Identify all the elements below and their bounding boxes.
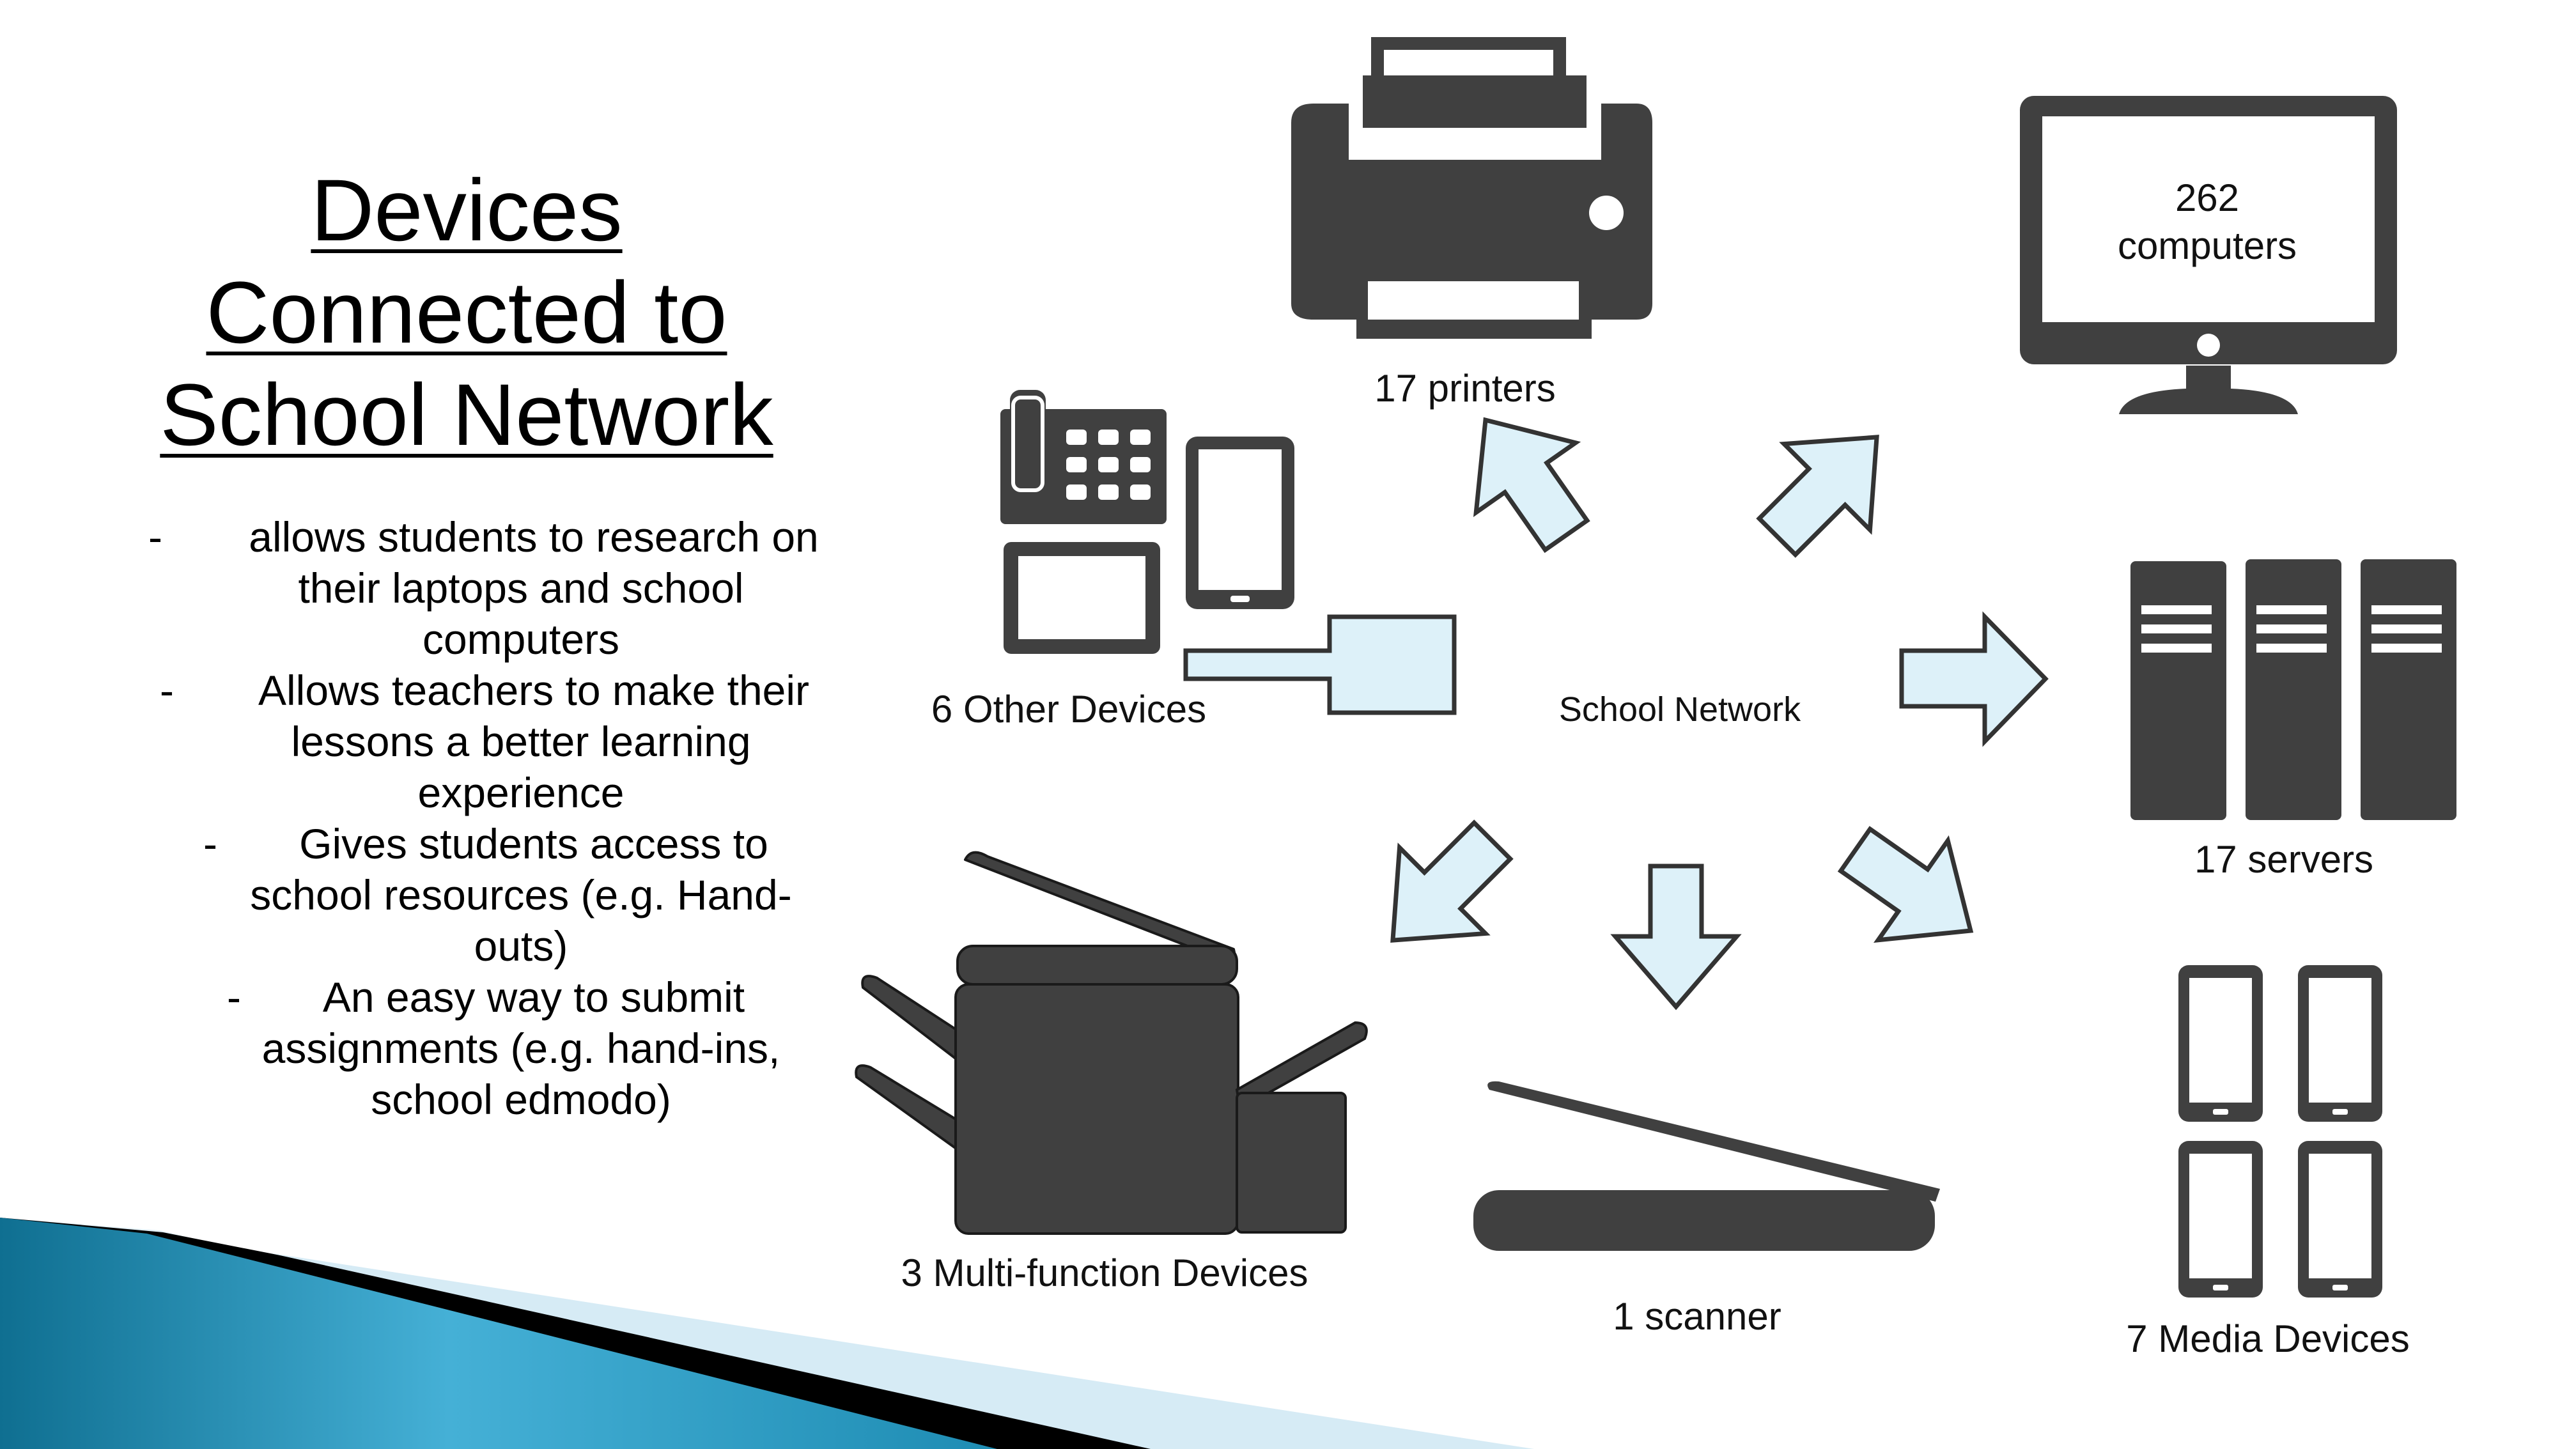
phone-tablet-icon <box>1000 390 1294 654</box>
arrow-to-multifunction <box>1390 819 1514 943</box>
bullet-item: - allows students to research on their l… <box>121 511 920 665</box>
arrow-to-media-devices <box>1837 826 1974 943</box>
bullet-dash: - <box>148 513 162 561</box>
title-line-1: Devices <box>311 162 623 260</box>
bullet-dash: - <box>227 973 241 1021</box>
title-line-2: Connected to <box>206 264 727 362</box>
bullet-list: - allows students to research on their l… <box>121 511 952 1125</box>
multifunction-printer-icon <box>855 851 1368 1235</box>
arrow-to-printers <box>1473 417 1590 554</box>
printer-icon <box>1291 37 1652 339</box>
bullet-item: - Allows teachers to make their lessons … <box>121 665 920 818</box>
media-devices-label: 7 Media Devices <box>2126 1317 2410 1360</box>
multifunction-label: 3 Multi-function Devices <box>901 1251 1308 1294</box>
slide-title: Devices Connected to School Network <box>83 160 850 467</box>
bullet-line: allows students to research on <box>249 513 819 561</box>
decorative-swoosh <box>0 1218 1534 1449</box>
tablets-icon <box>2178 965 2382 1298</box>
bullet-line: outs) <box>474 922 568 970</box>
arrow-to-computers <box>1756 435 1879 558</box>
network-arrows <box>1183 417 2049 1011</box>
arrow-to-servers <box>1899 611 2049 747</box>
bullet-item: - Gives students access to school resour… <box>121 818 920 972</box>
scanner-icon <box>1473 1081 1940 1251</box>
bullet-line: An easy way to submit <box>322 973 745 1021</box>
bullet-item: - An easy way to submit assignments (e.g… <box>121 972 920 1125</box>
bullet-line: their laptops and school <box>298 564 744 612</box>
arrow-to-scanner <box>1610 864 1742 1011</box>
title-line-3: School Network <box>160 366 773 464</box>
printers-label: 17 printers <box>1374 367 1555 410</box>
bullet-dash: - <box>160 667 174 714</box>
server-rack-icon <box>2130 559 2456 820</box>
computers-label-line-1: 262 <box>2175 176 2239 219</box>
bullet-dash: - <box>203 820 217 867</box>
bullet-line: lessons a better learning <box>291 718 751 765</box>
bullet-line: Gives students access to <box>299 820 768 867</box>
monitor-icon <box>2020 96 2397 414</box>
bullet-line: school resources (e.g. Hand- <box>250 871 792 918</box>
bullet-line: experience <box>417 769 625 816</box>
arrow-to-other-devices <box>1183 614 1457 715</box>
bullet-line: Allows teachers to make their <box>258 667 810 714</box>
servers-label: 17 servers <box>2194 838 2373 881</box>
bullet-line: assignments (e.g. hand-ins, <box>261 1025 780 1072</box>
computers-label-line-2: computers <box>2118 224 2297 267</box>
other-devices-label: 6 Other Devices <box>931 688 1206 731</box>
bullet-line: computers <box>422 616 620 663</box>
bullet-line: school edmodo) <box>371 1076 671 1123</box>
scanner-label: 1 scanner <box>1613 1295 1781 1338</box>
school-network-label: School Network <box>1559 690 1801 729</box>
